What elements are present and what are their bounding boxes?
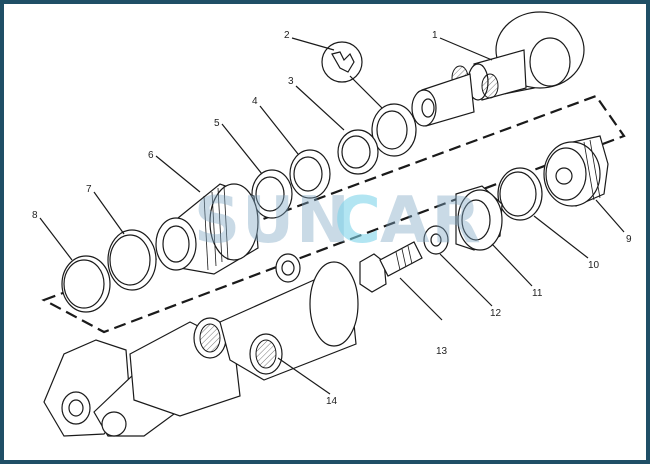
wear-ring-part [497, 167, 543, 221]
watermark-text-c: AR [380, 184, 483, 258]
backup-ring-part [107, 229, 157, 291]
watermark: SUN C AR [194, 184, 483, 258]
leader-lines [39, 37, 625, 395]
washer-part [423, 225, 449, 255]
seal-kit-symbol-part [321, 41, 363, 83]
rod-seal-part [289, 149, 331, 199]
callout-14: 14 [326, 396, 338, 407]
callout-8: 8 [32, 210, 38, 221]
callout-6: 6 [148, 150, 154, 161]
piston-seal-part [455, 185, 503, 251]
bolt-part [359, 241, 423, 293]
piston-part [543, 135, 609, 207]
callout-10: 10 [588, 260, 600, 271]
seal-kit-boundary [41, 94, 626, 334]
callout-11: 11 [532, 288, 543, 299]
wiper-seal-part [337, 103, 417, 175]
callout-3: 3 [288, 76, 294, 87]
callout-1: 1 [432, 30, 438, 41]
callout-4: 4 [252, 96, 258, 107]
callout-9: 9 [626, 234, 632, 245]
buffer-ring-part [251, 169, 293, 219]
cylinder-barrel-part [43, 253, 359, 437]
callout-13: 13 [436, 346, 448, 357]
exploded-parts-diagram: SUN C AR 1 2 3 4 5 6 7 8 9 10 11 12 13 1… [32, 11, 632, 437]
watermark-text-a: SUN [194, 184, 352, 258]
callout-labels: 1 2 3 4 5 6 7 8 9 10 11 12 13 14 [32, 30, 632, 407]
callout-5: 5 [214, 118, 220, 129]
watermark-text-b: C [334, 184, 383, 258]
callout-12: 12 [490, 308, 502, 319]
callout-7: 7 [86, 184, 92, 195]
gland-head-part [155, 183, 259, 275]
rod-eye-part [411, 11, 585, 127]
o-ring-part [61, 255, 111, 313]
callout-2: 2 [284, 30, 290, 41]
